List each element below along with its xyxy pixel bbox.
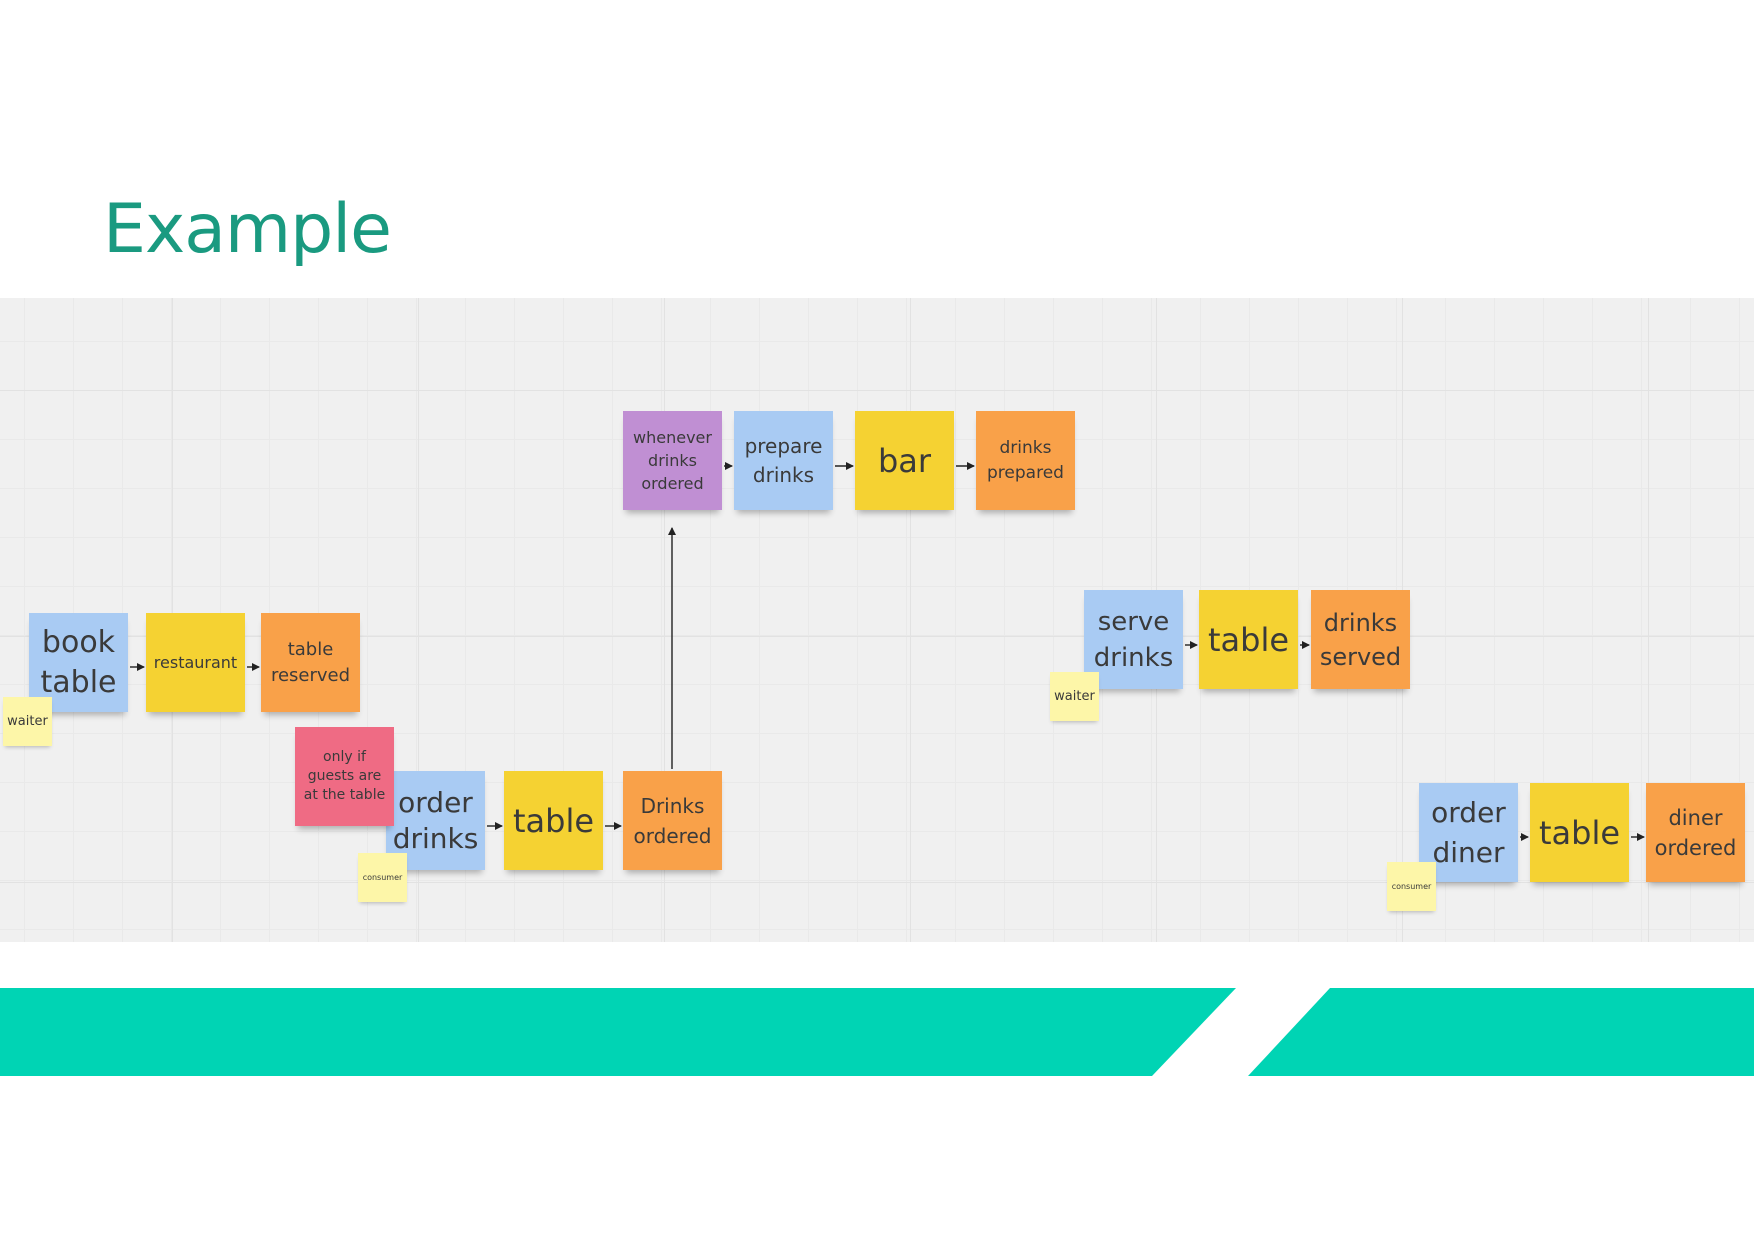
page-title: Example xyxy=(103,190,392,269)
event-diner-ordered[interactable]: diner ordered xyxy=(1646,783,1745,882)
footer-accent-band xyxy=(0,988,1754,1076)
command-book-table[interactable]: book table xyxy=(29,613,128,712)
command-serve-drinks[interactable]: serve drinks xyxy=(1084,590,1183,689)
actor-waiter[interactable]: waiter xyxy=(1050,672,1099,721)
rule-only-if-guests-at-table[interactable]: only if guests are at the table xyxy=(295,727,394,826)
actor-consumer[interactable]: consumer xyxy=(358,853,407,902)
command-order-diner[interactable]: order diner xyxy=(1419,783,1518,882)
event-table-reserved[interactable]: table reserved xyxy=(261,613,360,712)
aggregate-restaurant[interactable]: restaurant xyxy=(146,613,245,712)
aggregate-table[interactable]: table xyxy=(1199,590,1298,689)
event-drinks-prepared[interactable]: drinks prepared xyxy=(976,411,1075,510)
aggregate-table[interactable]: table xyxy=(1530,783,1629,882)
command-prepare-drinks[interactable]: prepare drinks xyxy=(734,411,833,510)
actor-consumer[interactable]: consumer xyxy=(1387,862,1436,911)
event-drinks-ordered[interactable]: Drinks ordered xyxy=(623,771,722,870)
policy-whenever-drinks-ordered[interactable]: whenever drinks ordered xyxy=(623,411,722,510)
aggregate-bar[interactable]: bar xyxy=(855,411,954,510)
aggregate-table[interactable]: table xyxy=(504,771,603,870)
event-drinks-served[interactable]: drinks served xyxy=(1311,590,1410,689)
actor-waiter[interactable]: waiter xyxy=(3,697,52,746)
